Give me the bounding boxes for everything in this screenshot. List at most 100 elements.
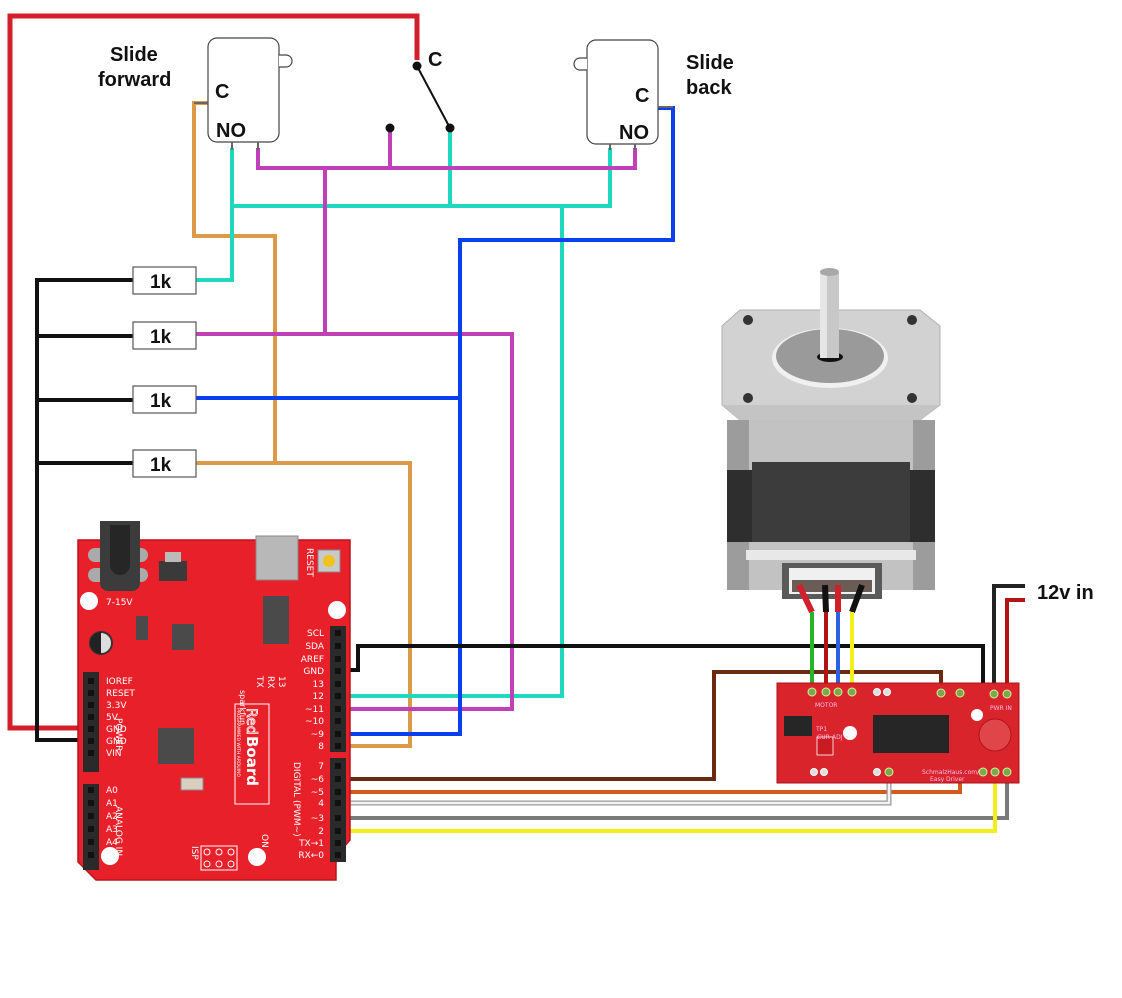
digital-pin-label: ~10 xyxy=(305,717,324,727)
digital-pin-label: SDA xyxy=(305,642,324,652)
resistor: 1k xyxy=(132,321,197,350)
digital-pin-socket[interactable] xyxy=(335,706,341,712)
digital-pin-socket[interactable] xyxy=(335,731,341,737)
motor-leads xyxy=(796,583,865,614)
brand-board: Board xyxy=(243,736,261,786)
mount-hole xyxy=(743,393,753,403)
pad-m-plus xyxy=(1002,689,1012,699)
digital-pin-label: GND xyxy=(303,667,324,677)
digital-pin-label: ~3 xyxy=(311,814,324,824)
switch-slide-forward: C NO Slide forward xyxy=(98,37,293,150)
pad-ms1 xyxy=(884,767,894,777)
switch-back-label-line2: back xyxy=(686,77,732,99)
sparkfun-logo: sparkfun xyxy=(238,690,247,725)
wire-gray-dir xyxy=(344,772,1009,820)
digital-pin-socket[interactable] xyxy=(335,643,341,649)
digital-pin-label: ~6 xyxy=(311,775,325,785)
dc-jack: 7-15V xyxy=(88,521,148,608)
reset-label: RESET xyxy=(304,548,314,577)
digital-pin-label: AREF xyxy=(301,655,324,665)
switch-forward-pin-no: NO xyxy=(216,120,246,142)
analog-pin-label: A1 xyxy=(106,799,118,809)
digital-pin-socket[interactable] xyxy=(335,718,341,724)
digital-pin-label: 13 xyxy=(313,680,324,690)
digital-pin-label: 2 xyxy=(318,827,324,837)
resistor-value: 1k xyxy=(150,327,172,348)
digital-pin-socket[interactable] xyxy=(335,693,341,699)
analog-pin-socket[interactable] xyxy=(88,852,94,858)
analog-pin-label: A5 xyxy=(106,851,118,861)
mount-hole xyxy=(248,848,266,866)
analog-pin-socket[interactable] xyxy=(88,813,94,819)
digital-header-top xyxy=(330,626,346,752)
digital-pin-socket[interactable] xyxy=(335,800,341,806)
led-label-13: 13 xyxy=(276,676,286,687)
tp-label: TP1 xyxy=(815,726,827,733)
isp-label: ISP xyxy=(189,846,199,860)
power-pin-socket[interactable] xyxy=(88,738,94,744)
wires xyxy=(7,13,1025,833)
power-pin-label: GND xyxy=(106,737,127,747)
switch-slide-back: C NO Slide back xyxy=(573,39,734,150)
toggle-contact xyxy=(385,123,395,133)
power-header xyxy=(83,672,99,772)
power-pin-socket[interactable] xyxy=(88,678,94,684)
resistor: 1k xyxy=(132,385,197,414)
digital-pin-socket[interactable] xyxy=(335,656,341,662)
digital-pin-socket[interactable] xyxy=(335,815,341,821)
on-led-label: ON xyxy=(259,834,269,848)
power-pin-socket[interactable] xyxy=(88,690,94,696)
digital-pin-socket[interactable] xyxy=(335,630,341,636)
digital-pin-label: 12 xyxy=(313,692,324,702)
digital-pin-socket[interactable] xyxy=(335,852,341,858)
power-input-label: 12v in xyxy=(1037,582,1094,604)
current-pot[interactable] xyxy=(843,726,857,740)
toggle-switch: C xyxy=(385,49,455,133)
pad-motor-b1 xyxy=(833,687,843,697)
digital-pin-label: ~9 xyxy=(311,730,325,740)
analog-pin-label: A0 xyxy=(106,786,118,796)
digital-pin-socket[interactable] xyxy=(335,789,341,795)
digital-pin-socket[interactable] xyxy=(335,668,341,674)
mount-hole xyxy=(907,393,917,403)
power-pin-label: 5V xyxy=(106,713,119,723)
power-pin-socket[interactable] xyxy=(88,726,94,732)
pad-gnd xyxy=(978,767,988,777)
digital-pin-label: 8 xyxy=(318,742,324,752)
digital-pin-socket[interactable] xyxy=(335,840,341,846)
toggle-pin-c: C xyxy=(428,49,442,71)
switch-forward-pin-c: C xyxy=(215,81,229,103)
switch-back-pin-c: C xyxy=(635,85,649,107)
digital-pin-socket[interactable] xyxy=(335,743,341,749)
analog-pin-socket[interactable] xyxy=(88,787,94,793)
analog-pin-socket[interactable] xyxy=(88,800,94,806)
brand-red: Red xyxy=(243,708,259,735)
power-pin-socket[interactable] xyxy=(88,702,94,708)
analog-pin-socket[interactable] xyxy=(88,826,94,832)
toggle-contact xyxy=(412,61,422,71)
digital-pin-label: 7 xyxy=(318,762,324,772)
adj-label: ADJ xyxy=(832,734,843,741)
wire-cyan xyxy=(196,148,234,282)
easy-driver: MOTOR TP1 CUR ADJ PWR IN SchmalzHaus.com… xyxy=(776,682,1020,784)
digital-pin-socket[interactable] xyxy=(335,828,341,834)
switch-forward-label-line1: Slide xyxy=(110,44,158,66)
power-pin-label: RESET xyxy=(106,689,135,699)
digital-pin-label: TX→1 xyxy=(298,839,324,849)
analog-pin-socket[interactable] xyxy=(88,839,94,845)
reset-button[interactable] xyxy=(317,549,341,573)
digital-pin-label: RX←0 xyxy=(298,851,324,861)
digital-pin-socket[interactable] xyxy=(335,776,341,782)
digital-pin-socket[interactable] xyxy=(335,681,341,687)
resistor-value: 1k xyxy=(150,272,172,293)
power-pin-socket[interactable] xyxy=(88,750,94,756)
wire-blue xyxy=(344,106,675,736)
resistor-value: 1k xyxy=(150,391,172,412)
power-pin-socket[interactable] xyxy=(88,714,94,720)
power-jack-pad xyxy=(978,718,1012,752)
digital-header-bottom xyxy=(330,758,346,862)
wire-brown-enable xyxy=(344,670,943,781)
power-section-label: POWER xyxy=(113,718,123,751)
digital-pin-socket[interactable] xyxy=(335,763,341,769)
pad-motor-a2 xyxy=(821,687,831,697)
